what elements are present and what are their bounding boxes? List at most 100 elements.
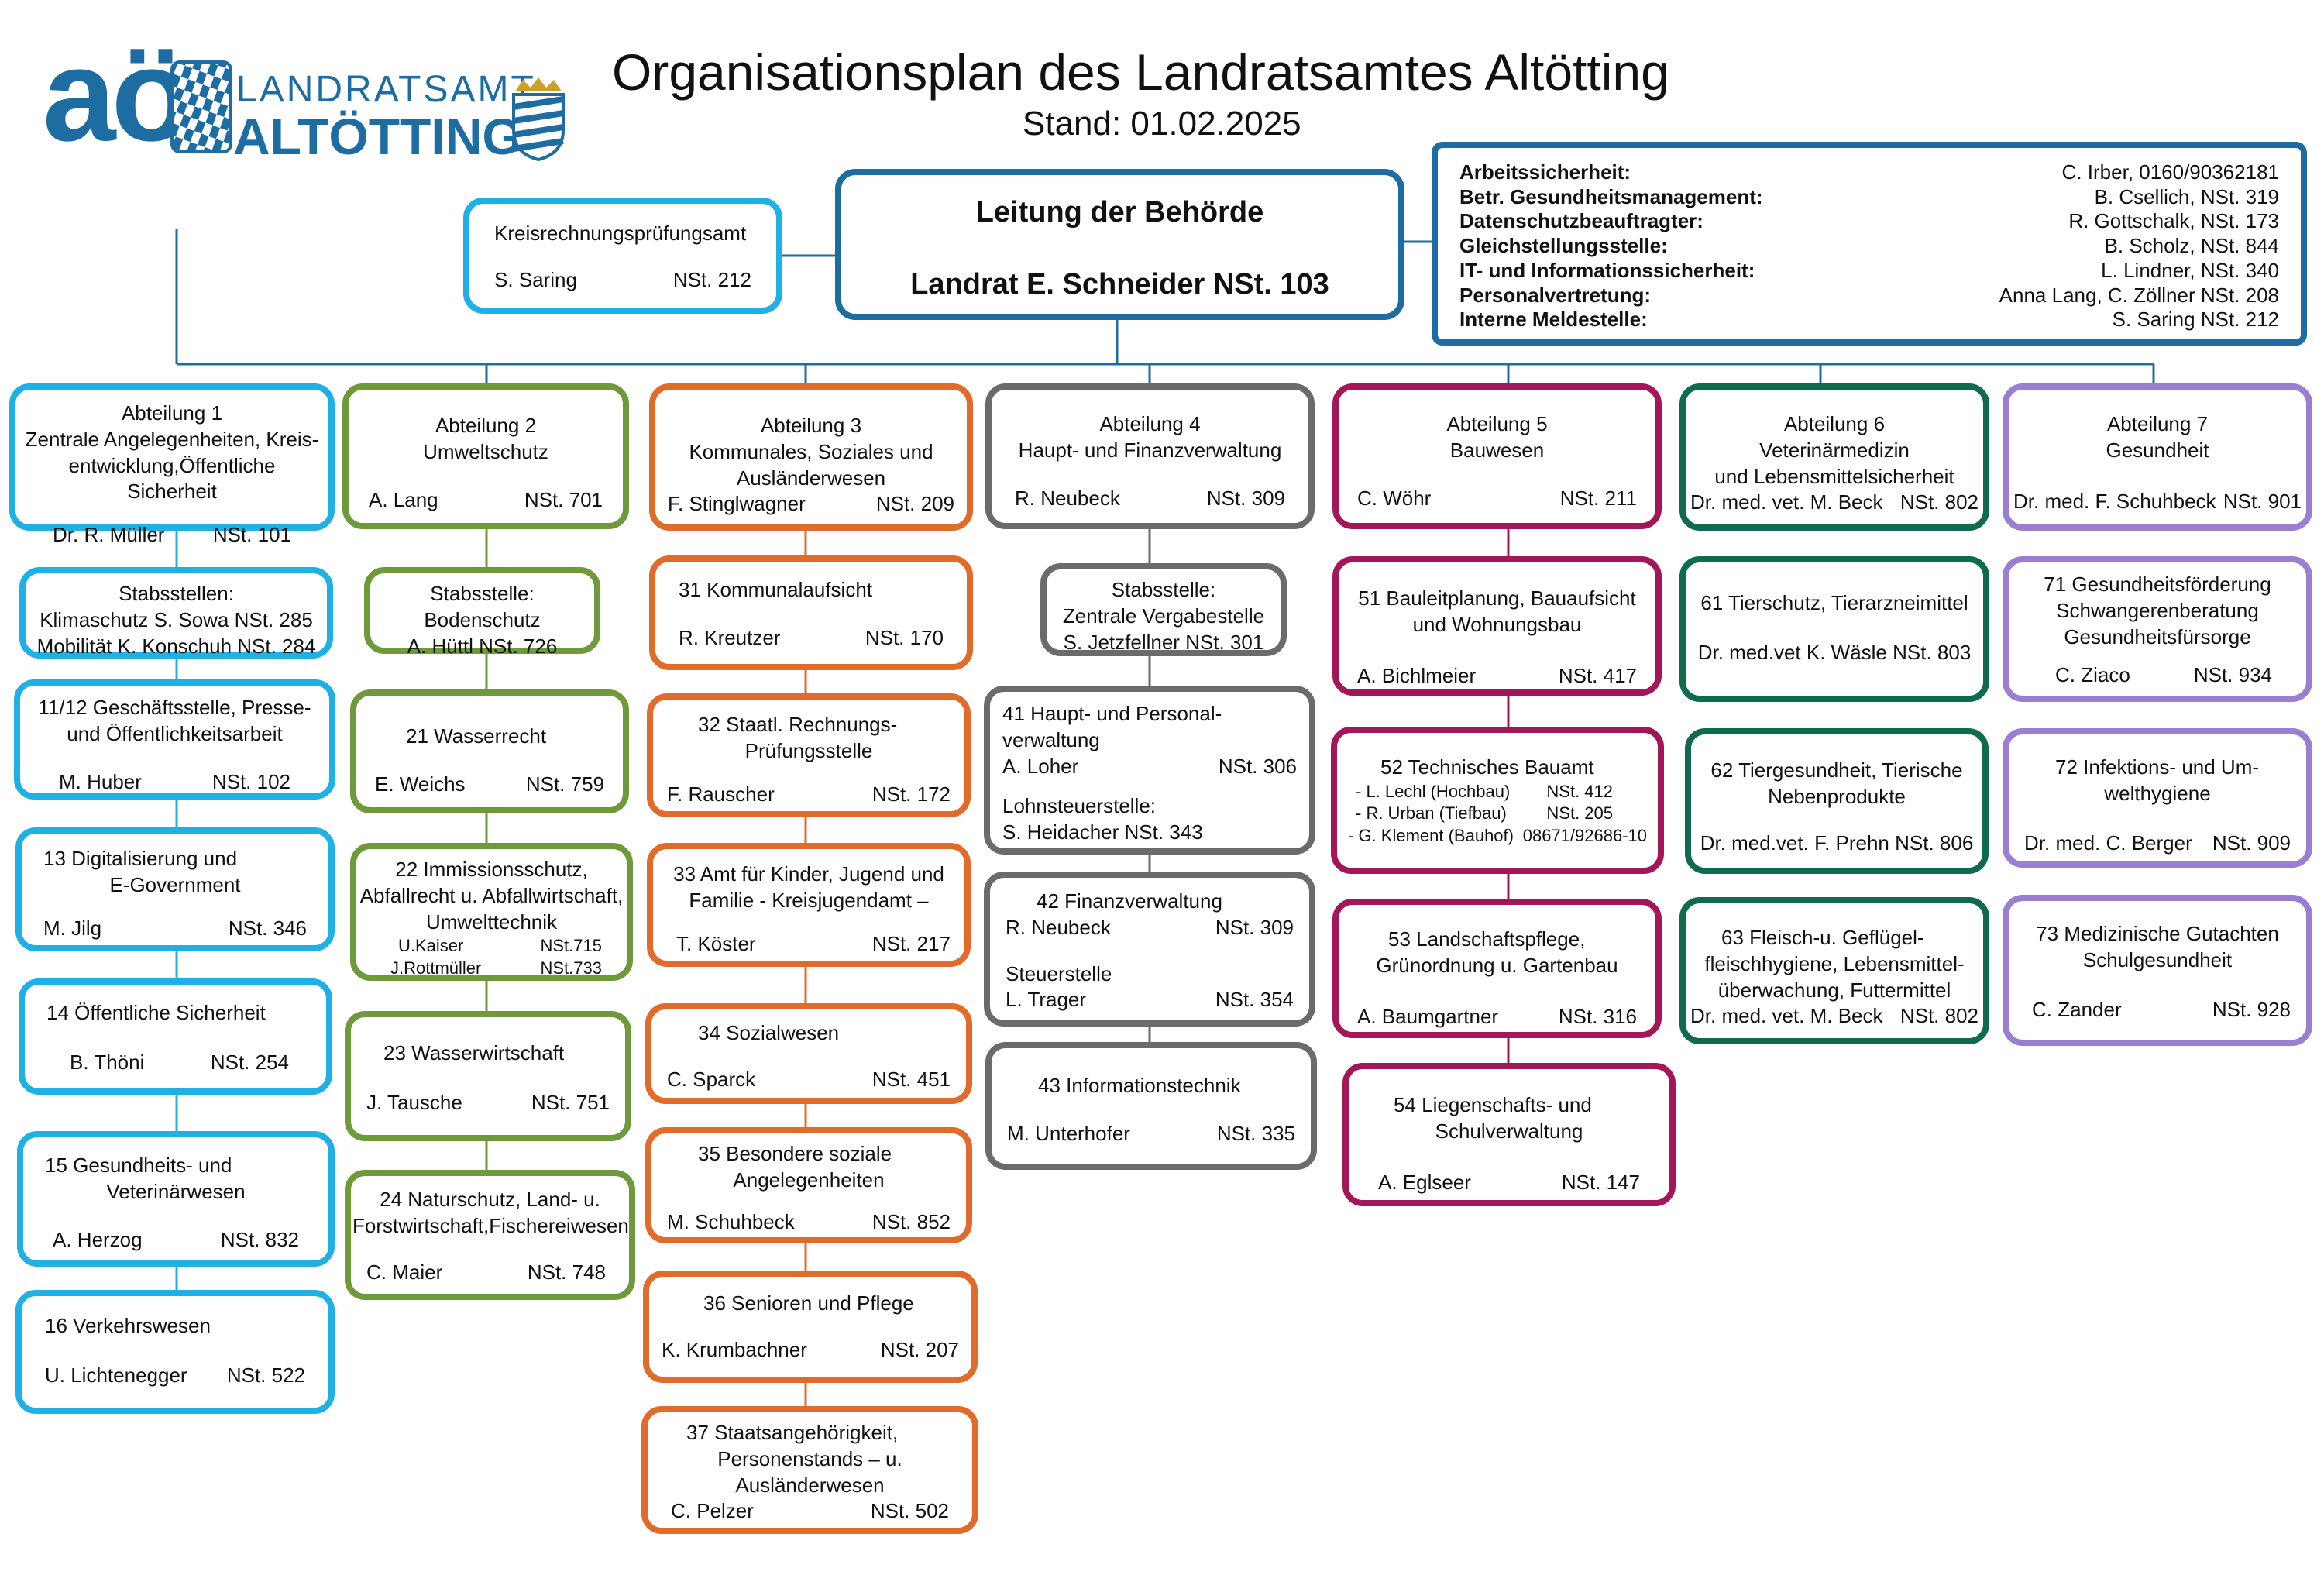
unit-34-box[interactable]: 34 Sozialwesen C. Sparck NSt. 451 — [645, 1003, 972, 1104]
unit-72-box[interactable]: 72 Infektions- und Um- welthygiene Dr. m… — [2003, 728, 2312, 868]
department-title: Kommunales, Soziales und — [689, 439, 933, 463]
unit-32-box[interactable]: 32 Staatl. Rechnungs- Prüfungsstelle F. … — [647, 693, 971, 817]
person-name: A. Bichlmeier — [1357, 663, 1477, 687]
logo: aö LANDRATSAMT ALTÖTTING — [43, 22, 569, 169]
sub-unit-person: S. Heidacher NSt. 343 — [1002, 820, 1203, 844]
unit-54-box[interactable]: 54 Liegenschafts- und Schulverwaltung A.… — [1342, 1063, 1676, 1206]
unit-14-box[interactable]: 14 Öffentliche Sicherheit B. Thöni NSt. … — [19, 978, 332, 1095]
department-number: Abteilung 1 — [121, 401, 223, 425]
department-number: Abteilung 5 — [1446, 412, 1548, 435]
unit-title-cont: Personenstands – u. — [717, 1446, 902, 1470]
abt1-stabsstellen-box[interactable]: Stabsstellen: Klimaschutz S. Sowa NSt. 2… — [19, 567, 333, 659]
abt2-stabsstelle-box[interactable]: Stabsstelle: Bodenschutz A. Hüttl NSt. 7… — [364, 567, 600, 658]
extension-number: NSt. 751 — [531, 1090, 610, 1114]
unit-35-box[interactable]: 35 Besondere soziale Angelegenheiten M. … — [645, 1127, 972, 1243]
person-name: C. Zander — [2032, 997, 2122, 1021]
coat-of-arms-icon — [512, 77, 565, 161]
stab-line: A. Hüttl NSt. 726 — [407, 634, 558, 658]
unit-1112-box[interactable]: 11/12 Geschäftsstelle, Presse- und Öffen… — [14, 679, 335, 800]
unit-21-box[interactable]: 21 Wasserrecht E. Weichs NSt. 759 — [350, 689, 629, 813]
abteilung-4-box[interactable]: Abteilung 4 Haupt- und Finanzverwaltung … — [985, 383, 1315, 529]
unit-36-box[interactable]: 36 Senioren und Pflege K. Krumbachner NS… — [643, 1271, 978, 1383]
abteilung-5-box[interactable]: Abteilung 5 Bauwesen C. Wöhr NSt. 211 — [1332, 383, 1662, 529]
unit-title: 51 Bauleitplanung, Bauaufsicht — [1358, 586, 1636, 610]
extension-number: NSt.715 — [540, 936, 603, 956]
person-name: R. Neubeck — [1015, 486, 1120, 510]
unit-51-box[interactable]: 51 Bauleitplanung, Bauaufsicht und Wohnu… — [1332, 556, 1662, 696]
unit-52-box[interactable]: 52 Technisches Bauamt - L. Lechl (Hochba… — [1331, 727, 1664, 874]
unit-63-box[interactable]: 63 Fleisch-u. Geflügel- fleischhygiene, … — [1679, 897, 1989, 1044]
unit-37-box[interactable]: 37 Staatsangehörigkeit, Personenstands –… — [641, 1406, 978, 1534]
person-name: U. Lichtenegger — [45, 1363, 187, 1387]
person-name: C. Wöhr — [1357, 486, 1432, 510]
unit-13-box[interactable]: 13 Digitalisierung und E-Government M. J… — [15, 827, 335, 951]
unit-33-box[interactable]: 33 Amt für Kinder, Jugend und Familie - … — [647, 843, 971, 967]
unit-31-box[interactable]: 31 Kommunalaufsicht R. Kreutzer NSt. 170 — [649, 555, 973, 670]
department-title: Zentrale Angelegenheiten, Kreis- — [25, 427, 319, 451]
unit-23-box[interactable]: 23 Wasserwirtschaft J. Tausche NSt. 751 — [345, 1011, 631, 1141]
unit-62-box[interactable]: 62 Tiergesundheit, Tierische Nebenproduk… — [1685, 728, 1989, 874]
extension-number: NSt. 451 — [871, 1067, 951, 1091]
staff-function-row: Betr. Gesundheitsmanagement:B. Csellich,… — [1459, 185, 2279, 210]
unit-title: 33 Amt für Kinder, Jugend und — [673, 862, 944, 886]
staff-function-row: Datenschutzbeauftragter:R. Gottschalk, N… — [1459, 209, 2279, 234]
unit-24-box[interactable]: 24 Naturschutz, Land- u. Forstwirtschaft… — [345, 1170, 635, 1300]
abt4-stabsstelle-box[interactable]: Stabsstelle: Zentrale Vergabestelle S. J… — [1040, 563, 1287, 656]
kreisrechnungspruefungsamt-box[interactable]: Kreisrechnungsprüfungsamt S. Saring NSt.… — [463, 198, 782, 314]
unit-16-box[interactable]: 16 Verkehrswesen U. Lichtenegger NSt. 52… — [15, 1290, 335, 1414]
person-name: M. Jilg — [43, 916, 102, 940]
unit-title: 24 Naturschutz, Land- u. — [380, 1188, 600, 1211]
unit-42-box[interactable]: 42 Finanzverwaltung R. Neubeck NSt. 309 … — [984, 872, 1315, 1027]
abteilung-3-box[interactable]: Abteilung 3 Kommunales, Soziales und Aus… — [649, 383, 973, 531]
unit-15-box[interactable]: 15 Gesundheits- und Veterinärwesen A. He… — [17, 1131, 335, 1267]
staff-function-person: B. Scholz, NSt. 844 — [2104, 234, 2279, 258]
unit-title: 62 Tiergesundheit, Tierische — [1710, 758, 1963, 782]
unit-person: Dr. med.vet K. Wäsle NSt. 803 — [1697, 640, 1972, 664]
stab-line: Klimaschutz S. Sowa NSt. 285 — [40, 607, 313, 631]
person-name: C. Sparck — [667, 1067, 756, 1091]
extension-number: NSt. 909 — [2212, 830, 2291, 855]
staff-function-row: Interne Meldestelle:S. Saring NSt. 212 — [1459, 308, 2279, 332]
unit-title: 34 Sozialwesen — [698, 1021, 840, 1044]
person-name: F. Rauscher — [667, 782, 775, 806]
abteilung-2-box[interactable]: Abteilung 2 Umweltschutz A. Lang NSt. 70… — [342, 383, 629, 529]
unit-43-box[interactable]: 43 Informationstechnik M. Unterhofer NSt… — [985, 1042, 1317, 1170]
staff-function-label: Interne Meldestelle: — [1459, 308, 1648, 332]
unit-title-cont: E-Government — [109, 872, 241, 896]
unit-41-box[interactable]: 41 Haupt- und Personal- verwaltung A. Lo… — [984, 686, 1315, 855]
unit-61-box[interactable]: 61 Tierschutz, Tierarzneimittel Dr. med.… — [1679, 556, 1989, 702]
leitung-box[interactable]: Leitung der Behörde Landrat E. Schneider… — [835, 169, 1404, 320]
extension-number: NSt. 832 — [220, 1227, 299, 1251]
person-name: Dr. med. vet. M. Beck — [1690, 490, 1883, 514]
unit-73-box[interactable]: 73 Medizinische Gutachten Schulgesundhei… — [2003, 895, 2312, 1046]
unit-title-cont: überwachung, Futtermittel — [1717, 978, 1951, 1002]
unit-71-box[interactable]: 71 Gesundheitsförderung Schwangerenberat… — [2003, 556, 2312, 702]
unit-title: 15 Gesundheits- und — [45, 1154, 232, 1177]
person-name: M. Huber — [59, 769, 142, 793]
person-name: M. Schuhbeck — [667, 1209, 795, 1233]
unit-title-cont: verwaltung — [1002, 727, 1100, 751]
department-title-cont: Ausländerwesen — [736, 466, 886, 490]
staff-functions-box[interactable]: Arbeitssicherheit:C. Irber, 0160/9036218… — [1432, 142, 2307, 346]
abteilung-7-box[interactable]: Abteilung 7 Gesundheit Dr. med. F. Schuh… — [2003, 383, 2312, 531]
person-name: Dr. med. C. Berger — [2024, 830, 2192, 855]
staff-function-label: Datenschutzbeauftragter: — [1459, 209, 1703, 233]
unit-53-box[interactable]: 53 Landschaftspflege, Grünordnung u. Gar… — [1332, 899, 1662, 1038]
unit-title: 42 Finanzverwaltung — [1037, 889, 1222, 913]
extension-number: NSt. 207 — [880, 1337, 959, 1361]
abteilung-1-box[interactable]: Abteilung 1 Zentrale Angelegenheiten, Kr… — [9, 383, 335, 546]
person-name: A. Baumgartner — [1357, 1004, 1499, 1028]
staff-function-row: Personalvertretung:Anna Lang, C. Zöllner… — [1459, 284, 2279, 308]
unit-title: 22 Immissionsschutz, — [395, 858, 588, 881]
extension-number: NSt. 172 — [871, 782, 951, 806]
person-name: U.Kaiser — [398, 936, 464, 956]
unit-title-cont: Grünordnung u. Gartenbau — [1376, 953, 1618, 977]
extension-number: NSt. 211 — [1559, 486, 1637, 510]
stab-line: Bodenschutz — [424, 607, 541, 631]
abteilung-6-box[interactable]: Abteilung 6 Veterinärmedizin und Lebensm… — [1679, 383, 1989, 531]
person-name: J. Tausche — [366, 1090, 462, 1114]
unit-title: 32 Staatl. Rechnungs- — [698, 713, 898, 736]
unit-title-cont: Nebenprodukte — [1768, 784, 1906, 808]
unit-22-box[interactable]: 22 Immissionsschutz, Abfallrecht u. Abfa… — [350, 843, 633, 981]
person-name: A. Eglseer — [1378, 1170, 1471, 1194]
